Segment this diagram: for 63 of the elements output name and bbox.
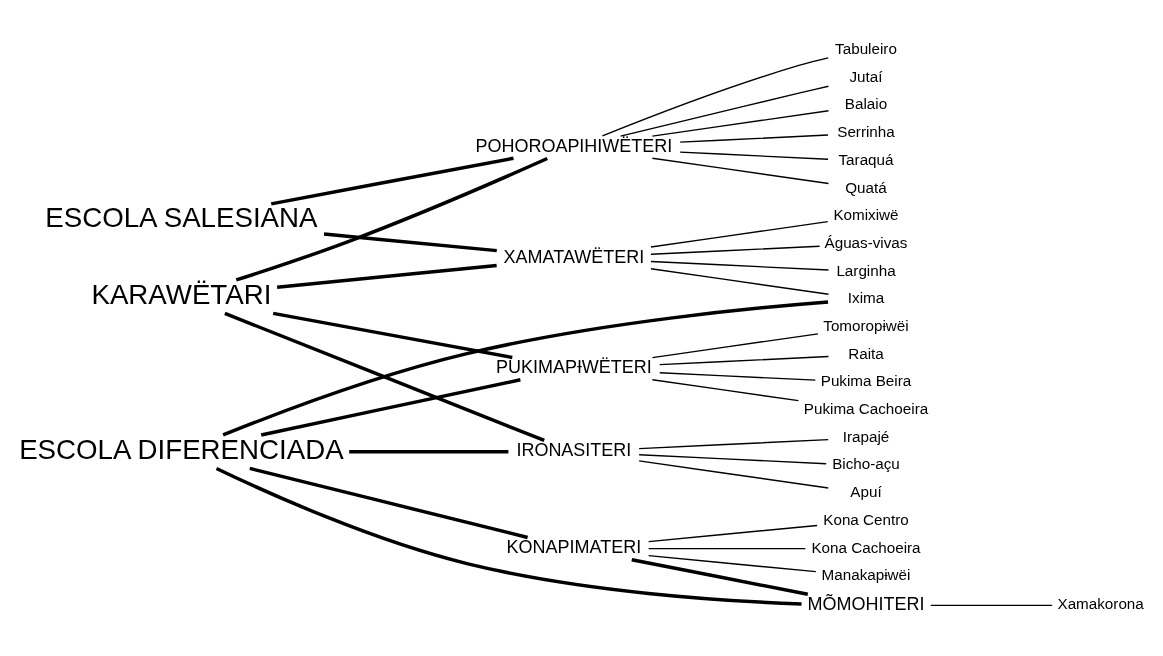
node-text: Pukima Beira <box>820 371 912 389</box>
node-text: Tabuleiro <box>835 39 897 57</box>
connector <box>249 466 529 539</box>
connector <box>651 157 830 184</box>
node-text: XAMATAWËTERI <box>503 246 645 267</box>
connector <box>323 231 497 252</box>
connector <box>638 453 827 464</box>
connector <box>222 299 829 437</box>
connector <box>349 449 509 453</box>
connector <box>651 109 830 137</box>
node-text: IRONASITERI <box>516 439 632 460</box>
node-text: KARAWËTARI <box>91 278 272 310</box>
connector <box>650 245 821 255</box>
node-text: Águas-vivas <box>824 233 908 251</box>
node-text: Raita <box>848 344 884 362</box>
node-text: Balaio <box>844 94 888 112</box>
connector <box>651 378 800 401</box>
connector <box>647 524 818 542</box>
connector <box>276 263 497 289</box>
connector <box>930 604 1053 606</box>
connector <box>260 377 521 437</box>
connector <box>638 438 829 449</box>
connector <box>679 133 829 143</box>
node-text: Komixiwë <box>833 205 899 223</box>
connector <box>647 554 817 572</box>
node-text: ESCOLA SALESIANA <box>45 201 318 233</box>
node-text: KONAPIMATERI <box>506 536 642 557</box>
node-text: Irapajé <box>842 427 890 445</box>
connector <box>647 547 807 549</box>
node-text: PUKIMAPƗWËTERI <box>495 356 652 377</box>
node-text: Serrinha <box>837 122 895 140</box>
node-text: ESCOLA DIFERENCIADA <box>19 433 344 465</box>
connector <box>619 85 830 137</box>
connector <box>235 156 548 282</box>
node-text: Tomoropɨwëi <box>823 316 909 334</box>
node-text: Quatá <box>845 178 887 196</box>
node-text: Manakapɨwëi <box>821 565 911 583</box>
node-text: Taraquá <box>838 150 894 168</box>
connector <box>272 311 513 359</box>
node-text: Larginha <box>836 261 896 279</box>
connector <box>601 56 829 137</box>
node-text: Bicho-açu <box>832 454 900 472</box>
node-text: Jutaí <box>849 67 883 85</box>
connector <box>679 150 829 160</box>
connector <box>650 267 830 295</box>
node-text: Apuí <box>850 482 882 500</box>
node-text: POHOROAPIHIWËTERI <box>475 135 673 156</box>
connector <box>659 371 817 381</box>
node-text: Ixima <box>847 288 885 306</box>
node-text: Xamakorona <box>1057 594 1144 612</box>
connector <box>224 311 545 442</box>
connector <box>651 332 819 358</box>
connector <box>215 466 802 606</box>
connector <box>650 220 829 248</box>
connector <box>638 459 829 489</box>
node-text: Kona Cachoeira <box>811 538 921 555</box>
connector <box>270 156 514 206</box>
node-text: Kona Centro <box>823 510 909 528</box>
connector <box>631 557 809 596</box>
connector <box>650 260 830 271</box>
node-text: Pukima Cachoeira <box>803 399 929 417</box>
connector <box>659 355 830 365</box>
node-text: MÕMOHITERI <box>807 593 925 614</box>
